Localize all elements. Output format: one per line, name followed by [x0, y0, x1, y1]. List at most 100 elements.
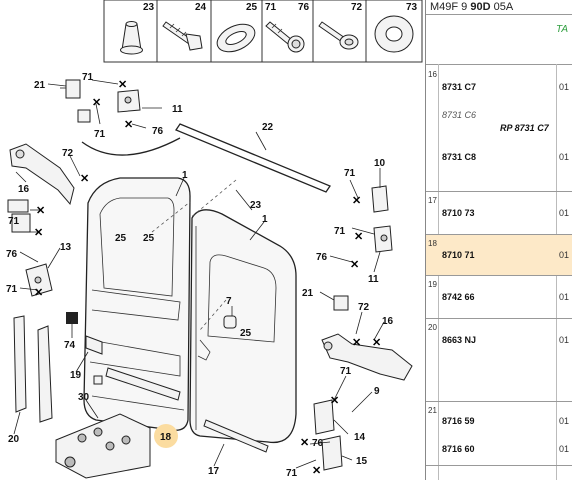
list-row-18-selected[interactable]: 18 8710 71 01	[426, 235, 572, 275]
callout-1[interactable]: 1	[182, 170, 188, 181]
callout-18-highlight[interactable]: 18	[154, 424, 178, 448]
callout-9[interactable]: 9	[374, 386, 380, 397]
legend-label-76[interactable]: 76	[298, 2, 310, 13]
check-strap-16-right[interactable]	[321, 333, 413, 381]
callout-15[interactable]: 15	[356, 456, 368, 467]
list-row-21[interactable]: 21 8716 59 01 8716 60 01	[426, 402, 572, 480]
parts-list-panel: M49F 9 90D 05A TA 16 8731 C7 01 8731 C6 …	[425, 0, 572, 480]
part-code[interactable]: 8716 59	[442, 416, 475, 426]
part-code[interactable]: 8716 60	[442, 444, 475, 454]
list-row-17[interactable]: 17 8710 73 01	[426, 192, 572, 234]
row-number: 18	[428, 239, 437, 248]
callout-71[interactable]: 71	[6, 284, 18, 295]
callout-13[interactable]: 13	[60, 242, 72, 253]
clip-71[interactable]	[77, 109, 91, 123]
callout-71[interactable]: 71	[286, 468, 298, 479]
callout-16[interactable]: 16	[18, 184, 30, 195]
callout-72[interactable]: 72	[358, 302, 370, 313]
callout-10[interactable]: 10	[374, 158, 386, 169]
callout-71[interactable]: 71	[334, 226, 346, 237]
hinge-15[interactable]	[321, 435, 343, 471]
callout-71[interactable]: 71	[340, 366, 352, 377]
svg-text:✕: ✕	[124, 119, 133, 131]
hinge-14[interactable]	[313, 399, 335, 435]
callout-25[interactable]: 25	[143, 233, 155, 244]
legend-label-25[interactable]: 25	[246, 2, 258, 13]
plug-icon	[120, 21, 143, 55]
part-qty: 01	[559, 292, 570, 302]
cover-plate[interactable]	[11, 213, 31, 233]
callout-71[interactable]: 71	[8, 216, 20, 227]
callout-21[interactable]: 21	[34, 80, 46, 91]
screw-icon	[318, 21, 359, 50]
callout-21[interactable]: 21	[302, 288, 314, 299]
callout-74[interactable]: 74	[64, 340, 76, 351]
callout-16[interactable]: 16	[382, 316, 394, 327]
callout-71[interactable]: 71	[344, 168, 356, 179]
hinge-11-lower[interactable]	[373, 225, 393, 253]
table-tab-label[interactable]: TA	[556, 24, 569, 35]
part-code[interactable]: 8710 73	[442, 208, 475, 218]
hinge-10[interactable]	[371, 185, 389, 213]
hinge-13[interactable]	[25, 263, 53, 297]
part-code[interactable]: 8731 C8	[442, 152, 477, 162]
part-code[interactable]: 8731 C7	[442, 82, 477, 92]
callout-23[interactable]: 23	[250, 200, 262, 211]
callout-76[interactable]: 76	[312, 438, 324, 449]
part-code-superseded[interactable]: 8731 C6	[442, 110, 477, 120]
list-row-19[interactable]: 19 8742 66 01	[426, 276, 572, 318]
replacement-part-code[interactable]: RP 8731 C7	[500, 123, 549, 133]
pillar-trim-20-right[interactable]	[37, 325, 53, 423]
callout-1[interactable]: 1	[262, 214, 268, 225]
callout-30[interactable]: 30	[78, 392, 90, 403]
callout-25[interactable]: 25	[115, 233, 127, 244]
bolt-icon	[265, 21, 305, 53]
callout-17[interactable]: 17	[208, 466, 220, 477]
callout-72[interactable]: 72	[62, 148, 74, 159]
list-row-16[interactable]: 16 8731 C7 01 8731 C6 RP 8731 C7 8731 C8…	[426, 64, 572, 191]
hinge-bracket-21[interactable]	[60, 79, 81, 99]
fastener-kit-box-30[interactable]	[55, 413, 151, 479]
callout-25[interactable]: 25	[240, 328, 252, 339]
roof-strip[interactable]	[175, 123, 331, 193]
svg-text:✕: ✕	[352, 195, 361, 207]
legend-label-71[interactable]: 71	[265, 2, 277, 13]
callout-22[interactable]: 22	[262, 122, 274, 133]
callout-71[interactable]: 71	[82, 72, 94, 83]
callout-11[interactable]: 11	[368, 274, 379, 285]
legend-label-24[interactable]: 24	[195, 2, 207, 13]
callout-14[interactable]: 14	[354, 432, 366, 443]
callout-71[interactable]: 71	[94, 129, 106, 140]
legend-label-72[interactable]: 72	[351, 2, 363, 13]
part-code[interactable]: 8742 66	[442, 292, 475, 302]
pillar-trim-20-left[interactable]	[13, 315, 27, 413]
legend-label-73[interactable]: 73	[406, 2, 418, 13]
part-code[interactable]: 8663 NJ	[442, 335, 477, 345]
fastener-74[interactable]	[66, 312, 78, 324]
callout-76[interactable]: 76	[6, 249, 18, 260]
check-strap-16-left[interactable]	[9, 143, 75, 206]
callout-18[interactable]: 18	[160, 432, 172, 443]
part-code[interactable]: 8710 71	[442, 250, 475, 260]
sill-strip-19[interactable]	[105, 367, 181, 401]
callout-7[interactable]: 7	[226, 296, 232, 307]
svg-text:✕: ✕	[312, 465, 321, 477]
svg-text:✕: ✕	[372, 337, 381, 349]
legend-label-23[interactable]: 23	[143, 2, 155, 13]
right-door-panel[interactable]	[189, 209, 297, 444]
list-row-20[interactable]: 20 8663 NJ 01	[426, 319, 572, 401]
strip-19[interactable]	[85, 335, 103, 355]
callout-11[interactable]: 11	[172, 104, 183, 115]
callout-76[interactable]: 76	[152, 126, 164, 137]
callout-76[interactable]: 76	[316, 252, 328, 263]
left-door-panel[interactable]	[83, 177, 191, 431]
exploded-parts-diagram: 23 24 25 71 76 72 73	[6, 0, 423, 479]
bracket-21-right[interactable]	[333, 295, 349, 311]
part-7-button[interactable]	[223, 315, 237, 329]
hinge-11-upper[interactable]	[117, 89, 141, 113]
clip-small[interactable]	[93, 375, 103, 385]
sill-strip-17[interactable]	[203, 419, 269, 453]
bracket-21-lower[interactable]	[7, 199, 29, 213]
callout-20[interactable]: 20	[8, 434, 20, 445]
callout-19[interactable]: 19	[70, 370, 82, 381]
